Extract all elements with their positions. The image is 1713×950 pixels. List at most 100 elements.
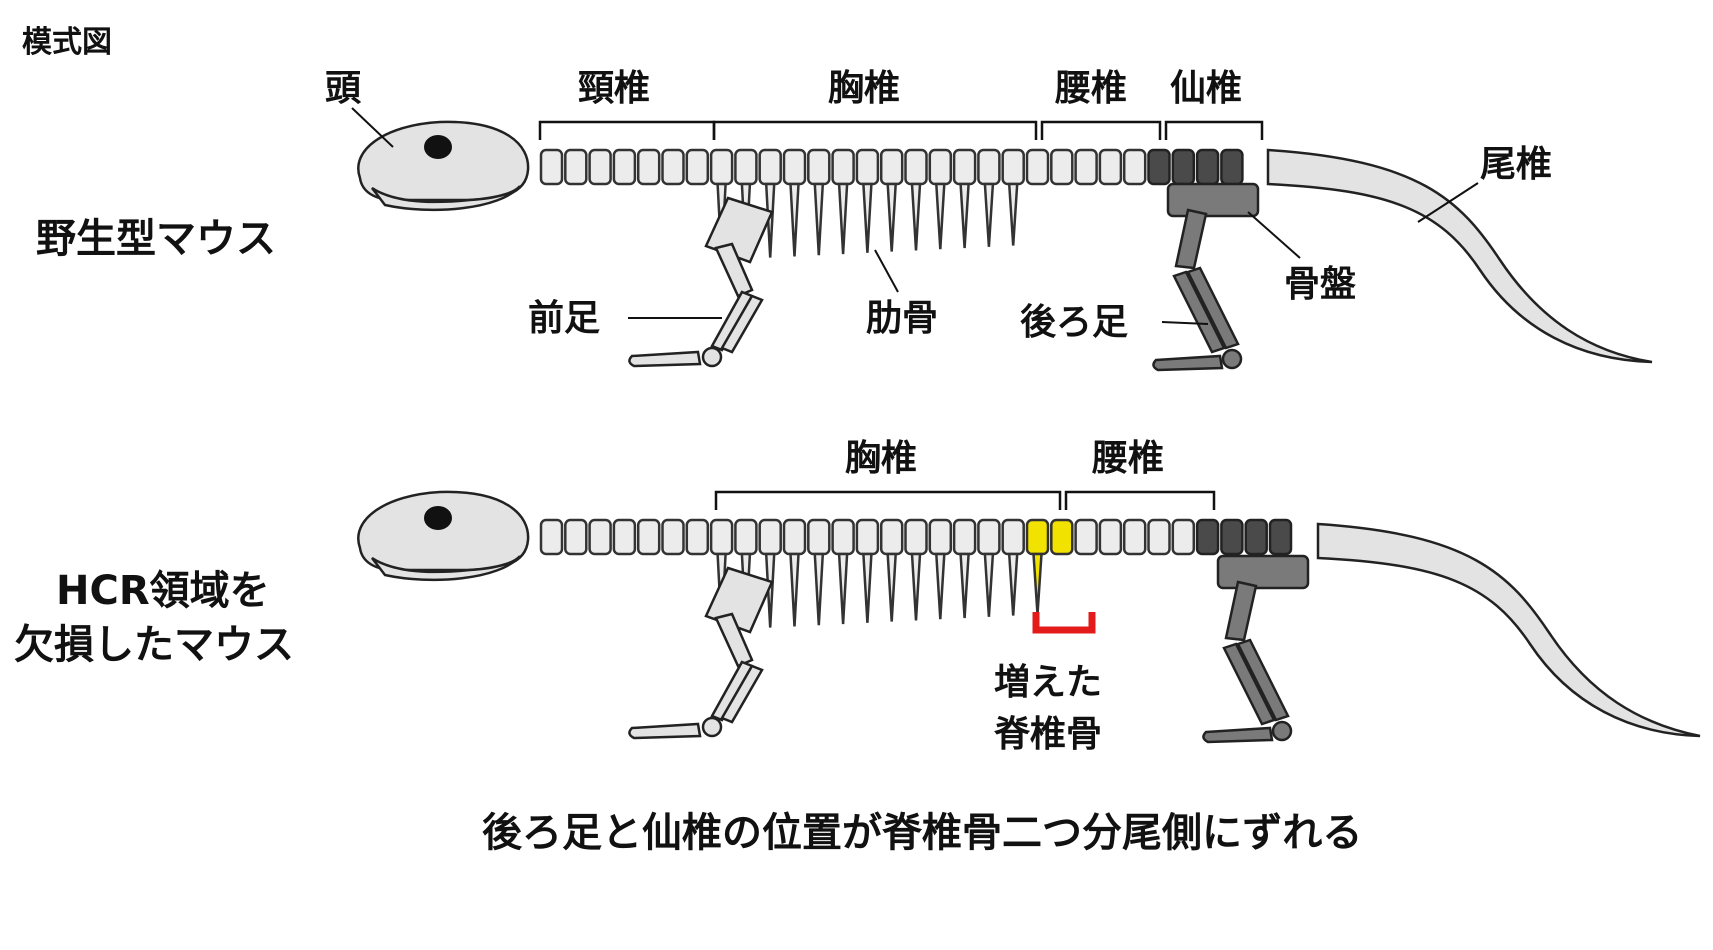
vertebra bbox=[612, 518, 637, 556]
rib-label: 肋骨 bbox=[866, 298, 938, 339]
vertebra bbox=[1025, 148, 1050, 186]
vertebra bbox=[952, 518, 977, 556]
hindlimb-label: 後ろ足 bbox=[1020, 302, 1128, 343]
hcr-deletion-skeleton: HCR領域を 欠損したマウス 胸椎 腰椎 bbox=[14, 438, 1701, 755]
head-pointer bbox=[351, 107, 394, 148]
pelvis-hcr bbox=[1216, 554, 1310, 590]
vertebra bbox=[636, 518, 661, 556]
vertebra bbox=[904, 518, 928, 556]
vertebra bbox=[539, 518, 564, 556]
rib bbox=[910, 552, 922, 621]
vertebra bbox=[928, 518, 953, 556]
caption: 後ろ足と仙椎の位置が脊椎骨二つ分尾側にずれる bbox=[482, 810, 1362, 856]
vertebra bbox=[952, 148, 977, 186]
rib-pointer bbox=[874, 249, 899, 293]
vertebra bbox=[1122, 148, 1147, 186]
rib bbox=[789, 182, 800, 257]
thoracic-label-hcr: 胸椎 bbox=[845, 438, 917, 479]
tail-hcr bbox=[1316, 522, 1701, 738]
vertebra bbox=[1147, 518, 1171, 556]
hcr-label-line2: 欠損したマウス bbox=[14, 622, 294, 668]
thoracic-bracket-wild bbox=[712, 120, 1038, 140]
wild-type-skeleton: 野生型マウス 頭 頸椎 胸椎 腰椎 仙椎 尾椎 bbox=[36, 68, 1653, 372]
added-vertebrae-bracket bbox=[1032, 612, 1096, 634]
added-label-line2: 脊椎骨 bbox=[994, 714, 1102, 755]
vertebra bbox=[564, 148, 588, 186]
pelvis-wild bbox=[1166, 182, 1260, 218]
added-label-line1: 増えた bbox=[994, 662, 1102, 703]
vertebra bbox=[1001, 148, 1025, 186]
vertebra bbox=[588, 518, 612, 556]
vertebra bbox=[831, 518, 855, 556]
sacral-vertebra bbox=[1268, 518, 1293, 556]
vertebra bbox=[1050, 148, 1074, 186]
hindlimb-wild bbox=[1152, 208, 1243, 372]
forelimb-label: 前足 bbox=[528, 298, 600, 339]
vertebral-column-hcr bbox=[539, 518, 1293, 556]
skull-hcr bbox=[357, 490, 530, 582]
sacral-vertebra bbox=[1147, 148, 1171, 186]
hcr-label-line1: HCR領域を bbox=[56, 568, 270, 614]
rib bbox=[862, 552, 873, 623]
sacral-vertebra bbox=[1195, 148, 1220, 186]
cervical-bracket bbox=[538, 120, 716, 140]
vertebra bbox=[807, 518, 831, 556]
rib bbox=[983, 182, 995, 247]
vertebra bbox=[879, 518, 904, 556]
sacral-label: 仙椎 bbox=[1170, 68, 1242, 109]
thoracic-bracket-hcr bbox=[714, 490, 1062, 510]
lumbar-bracket-wild bbox=[1040, 120, 1162, 140]
vertebra bbox=[564, 518, 588, 556]
vertebra bbox=[1098, 518, 1123, 556]
vertebra bbox=[758, 518, 782, 556]
rib bbox=[959, 552, 970, 619]
sacral-vertebra bbox=[1220, 518, 1244, 556]
tail-wild bbox=[1266, 148, 1653, 364]
vertebra bbox=[977, 518, 1001, 556]
vertebra bbox=[709, 518, 734, 556]
vertebra bbox=[734, 518, 758, 556]
rib bbox=[1007, 182, 1019, 246]
vertebral-column-wild bbox=[539, 148, 1244, 186]
diagram-title: 模式図 bbox=[22, 25, 112, 60]
vertebra bbox=[855, 148, 880, 186]
wild-type-label: 野生型マウス bbox=[36, 216, 276, 262]
rib bbox=[1007, 552, 1019, 616]
vertebra bbox=[1098, 148, 1123, 186]
rib bbox=[934, 182, 946, 250]
added-vertebra bbox=[1025, 518, 1050, 556]
vertebra bbox=[855, 518, 880, 556]
vertebra bbox=[661, 148, 685, 186]
caudal-label: 尾椎 bbox=[1480, 144, 1552, 185]
vertebra bbox=[807, 148, 831, 186]
rib bbox=[886, 552, 898, 622]
lumbar-bracket-hcr bbox=[1064, 490, 1216, 510]
sacral-vertebra bbox=[1244, 518, 1268, 556]
rib bbox=[1032, 552, 1043, 615]
hindlimb-pointer bbox=[1161, 321, 1209, 325]
rib bbox=[837, 552, 849, 625]
vertebra bbox=[588, 148, 612, 186]
vertebra bbox=[928, 148, 953, 186]
rib bbox=[934, 552, 946, 620]
rib bbox=[813, 182, 825, 256]
vertebra bbox=[661, 518, 685, 556]
vertebra bbox=[904, 148, 928, 186]
vertebra bbox=[831, 148, 855, 186]
pelvis-pointer bbox=[1247, 211, 1301, 259]
vertebra bbox=[685, 148, 710, 186]
vertebra bbox=[1001, 518, 1025, 556]
rib bbox=[862, 182, 873, 253]
rib bbox=[959, 182, 970, 249]
rib bbox=[910, 182, 922, 251]
vertebra bbox=[879, 148, 904, 186]
vertebra bbox=[709, 148, 734, 186]
vertebra bbox=[782, 518, 807, 556]
vertebra bbox=[782, 148, 807, 186]
vertebra bbox=[539, 148, 564, 186]
thoracic-label-wild: 胸椎 bbox=[828, 68, 900, 109]
skull-wild bbox=[357, 120, 530, 212]
lumbar-label-hcr: 腰椎 bbox=[1091, 438, 1164, 479]
vertebra bbox=[1074, 148, 1098, 186]
